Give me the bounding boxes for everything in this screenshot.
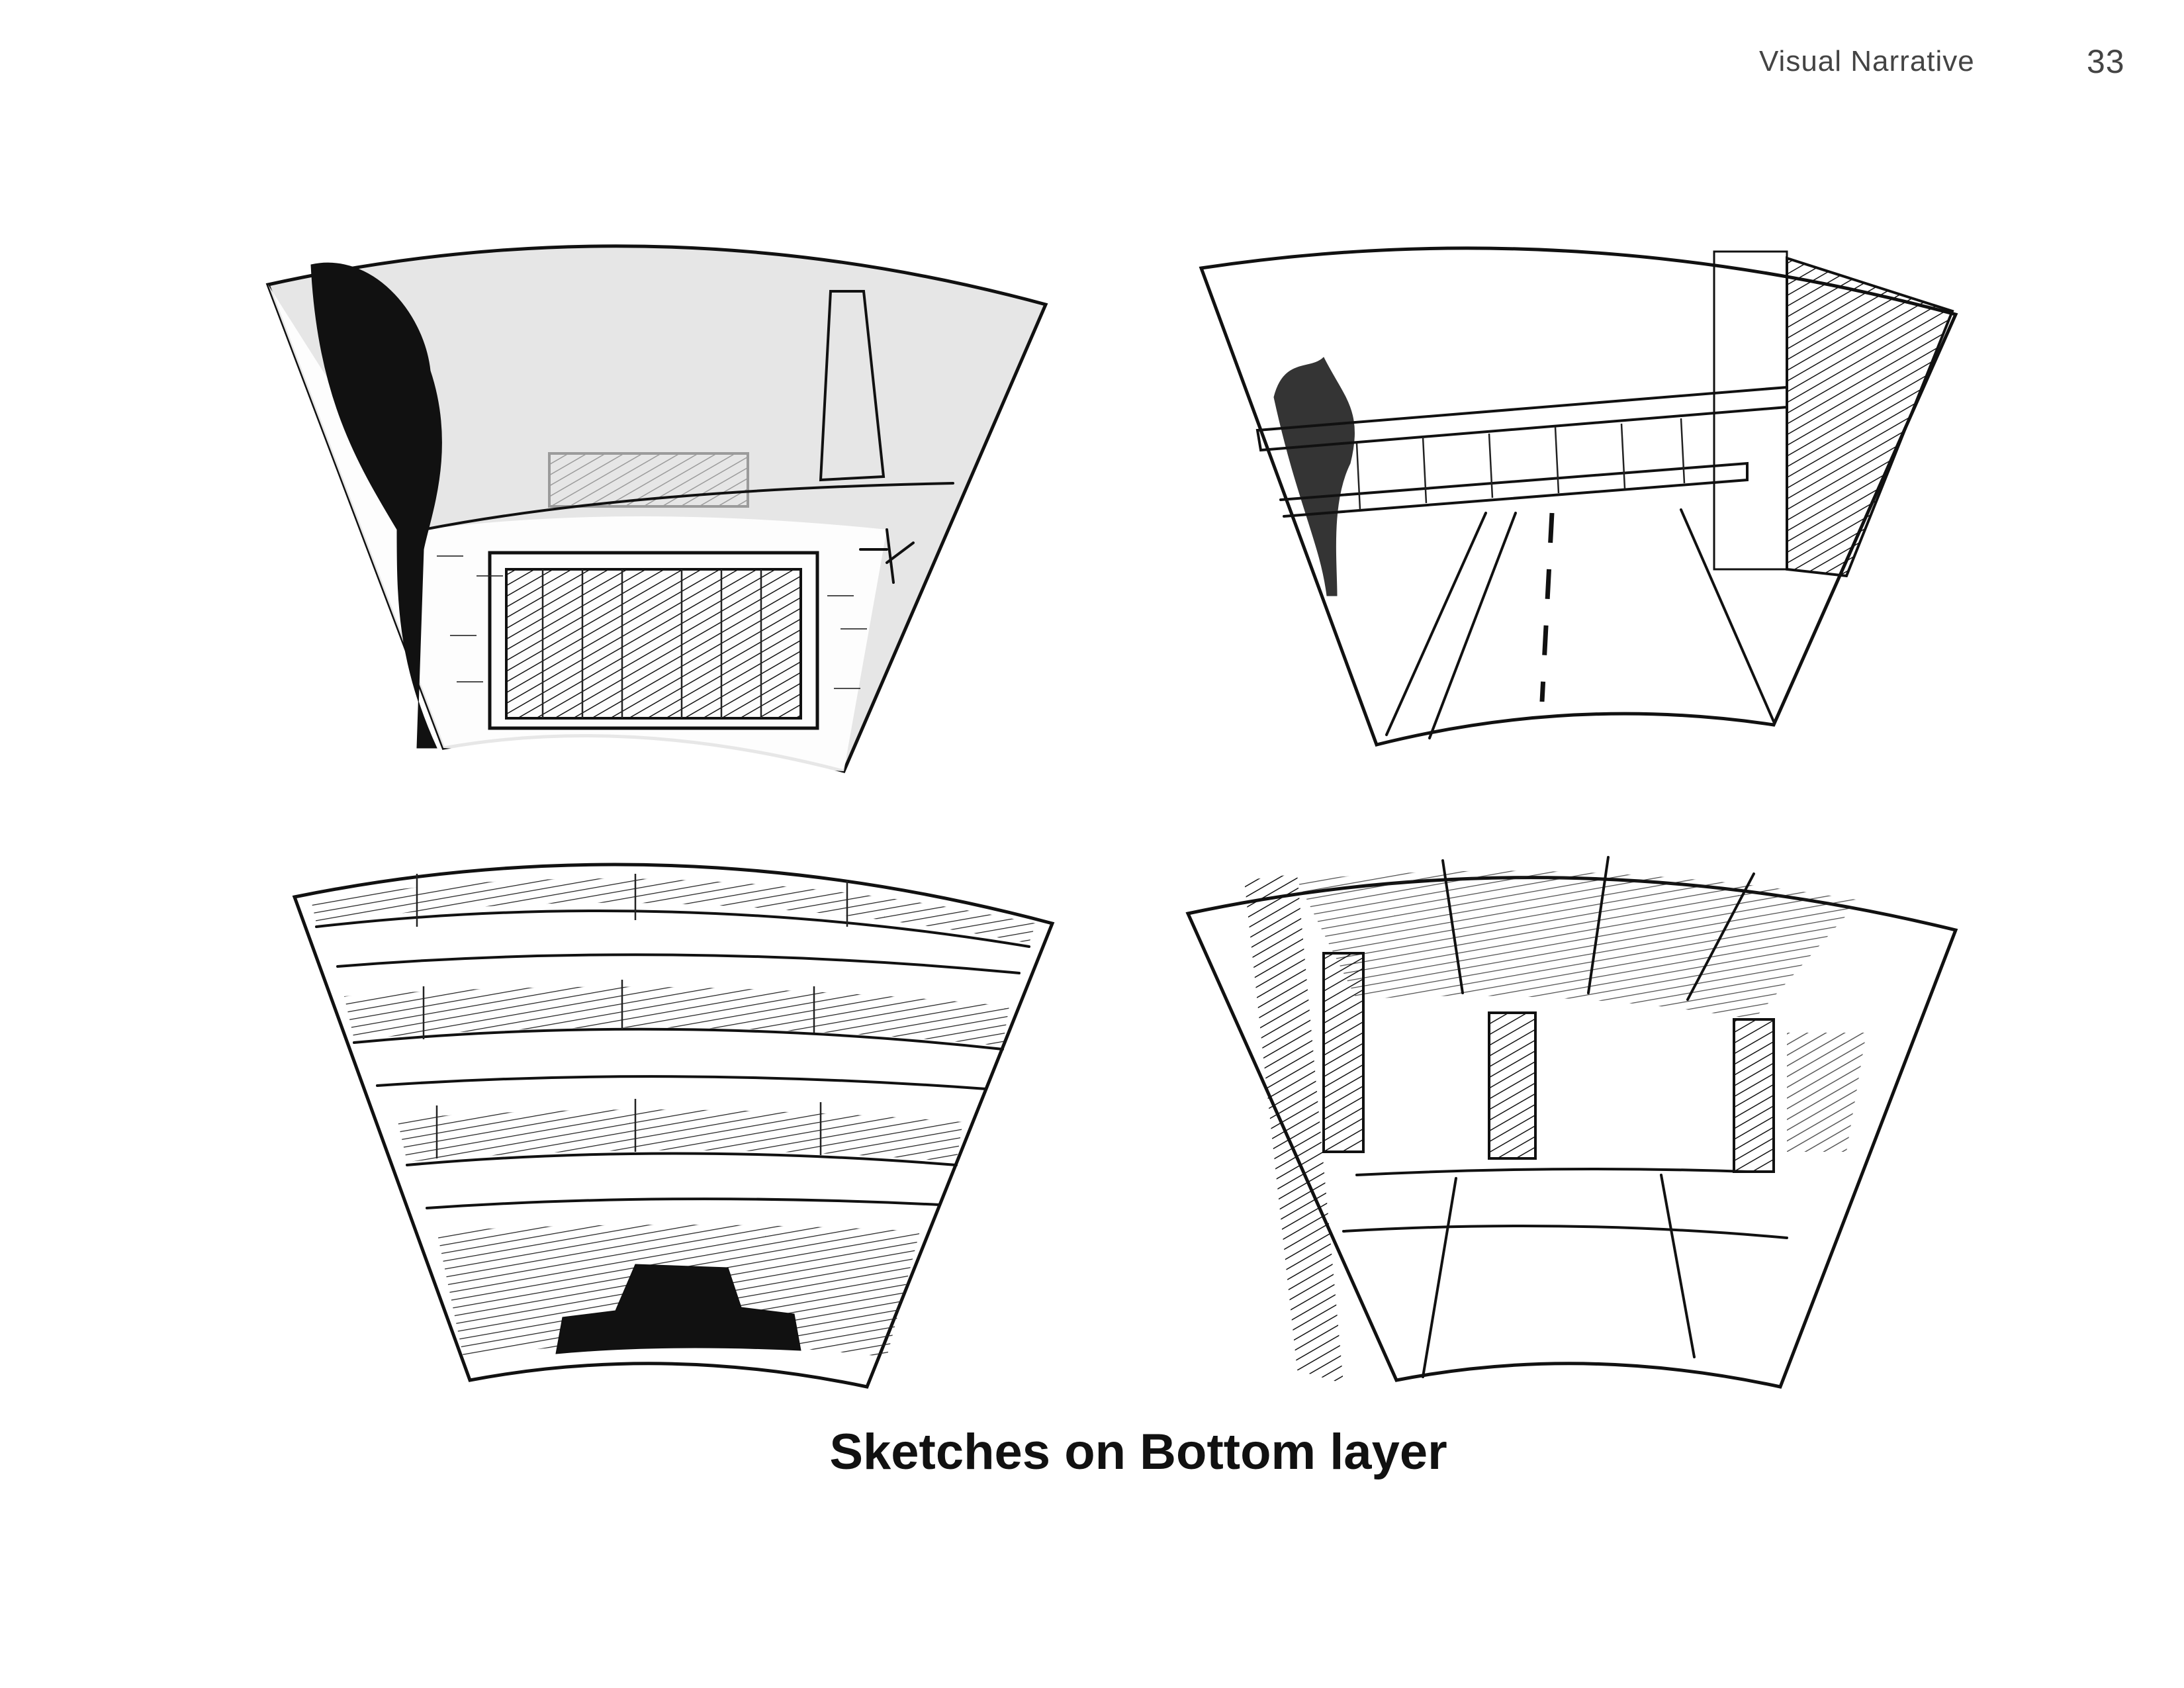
page-number: 33 — [2087, 43, 2125, 80]
figure-caption: Sketches on Bottom layer — [829, 1424, 1447, 1480]
sketch-road-under-bridge — [1199, 246, 1958, 747]
sketch-factory-wall — [265, 244, 1048, 773]
sketch-underpass — [1185, 856, 1958, 1389]
section-title: Visual Narrative — [1759, 45, 1975, 77]
sketch-parking-facade — [292, 863, 1055, 1389]
